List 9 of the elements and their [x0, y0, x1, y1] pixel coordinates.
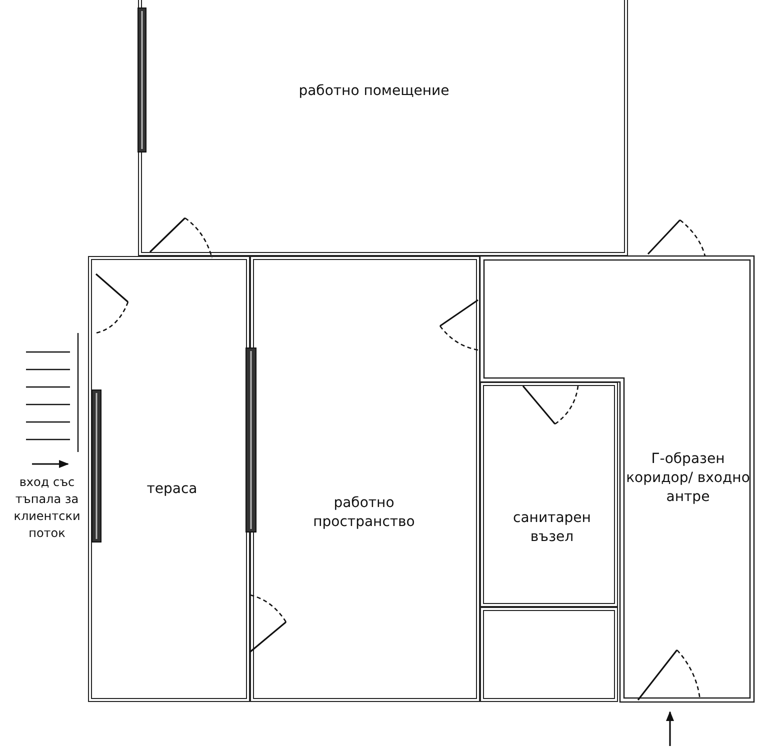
corridor [480, 256, 754, 702]
room-label: работно пространство [312, 494, 416, 532]
entrance-note: вход със тъпала за клиентски поток [12, 474, 82, 542]
room [480, 382, 618, 607]
room-label: санитарен възел [512, 509, 592, 547]
room-label: Г-образен коридор/ входно антре [625, 450, 751, 507]
room-label: тераса [146, 480, 198, 499]
room-label: работно помещение [298, 82, 450, 101]
room [480, 607, 618, 702]
